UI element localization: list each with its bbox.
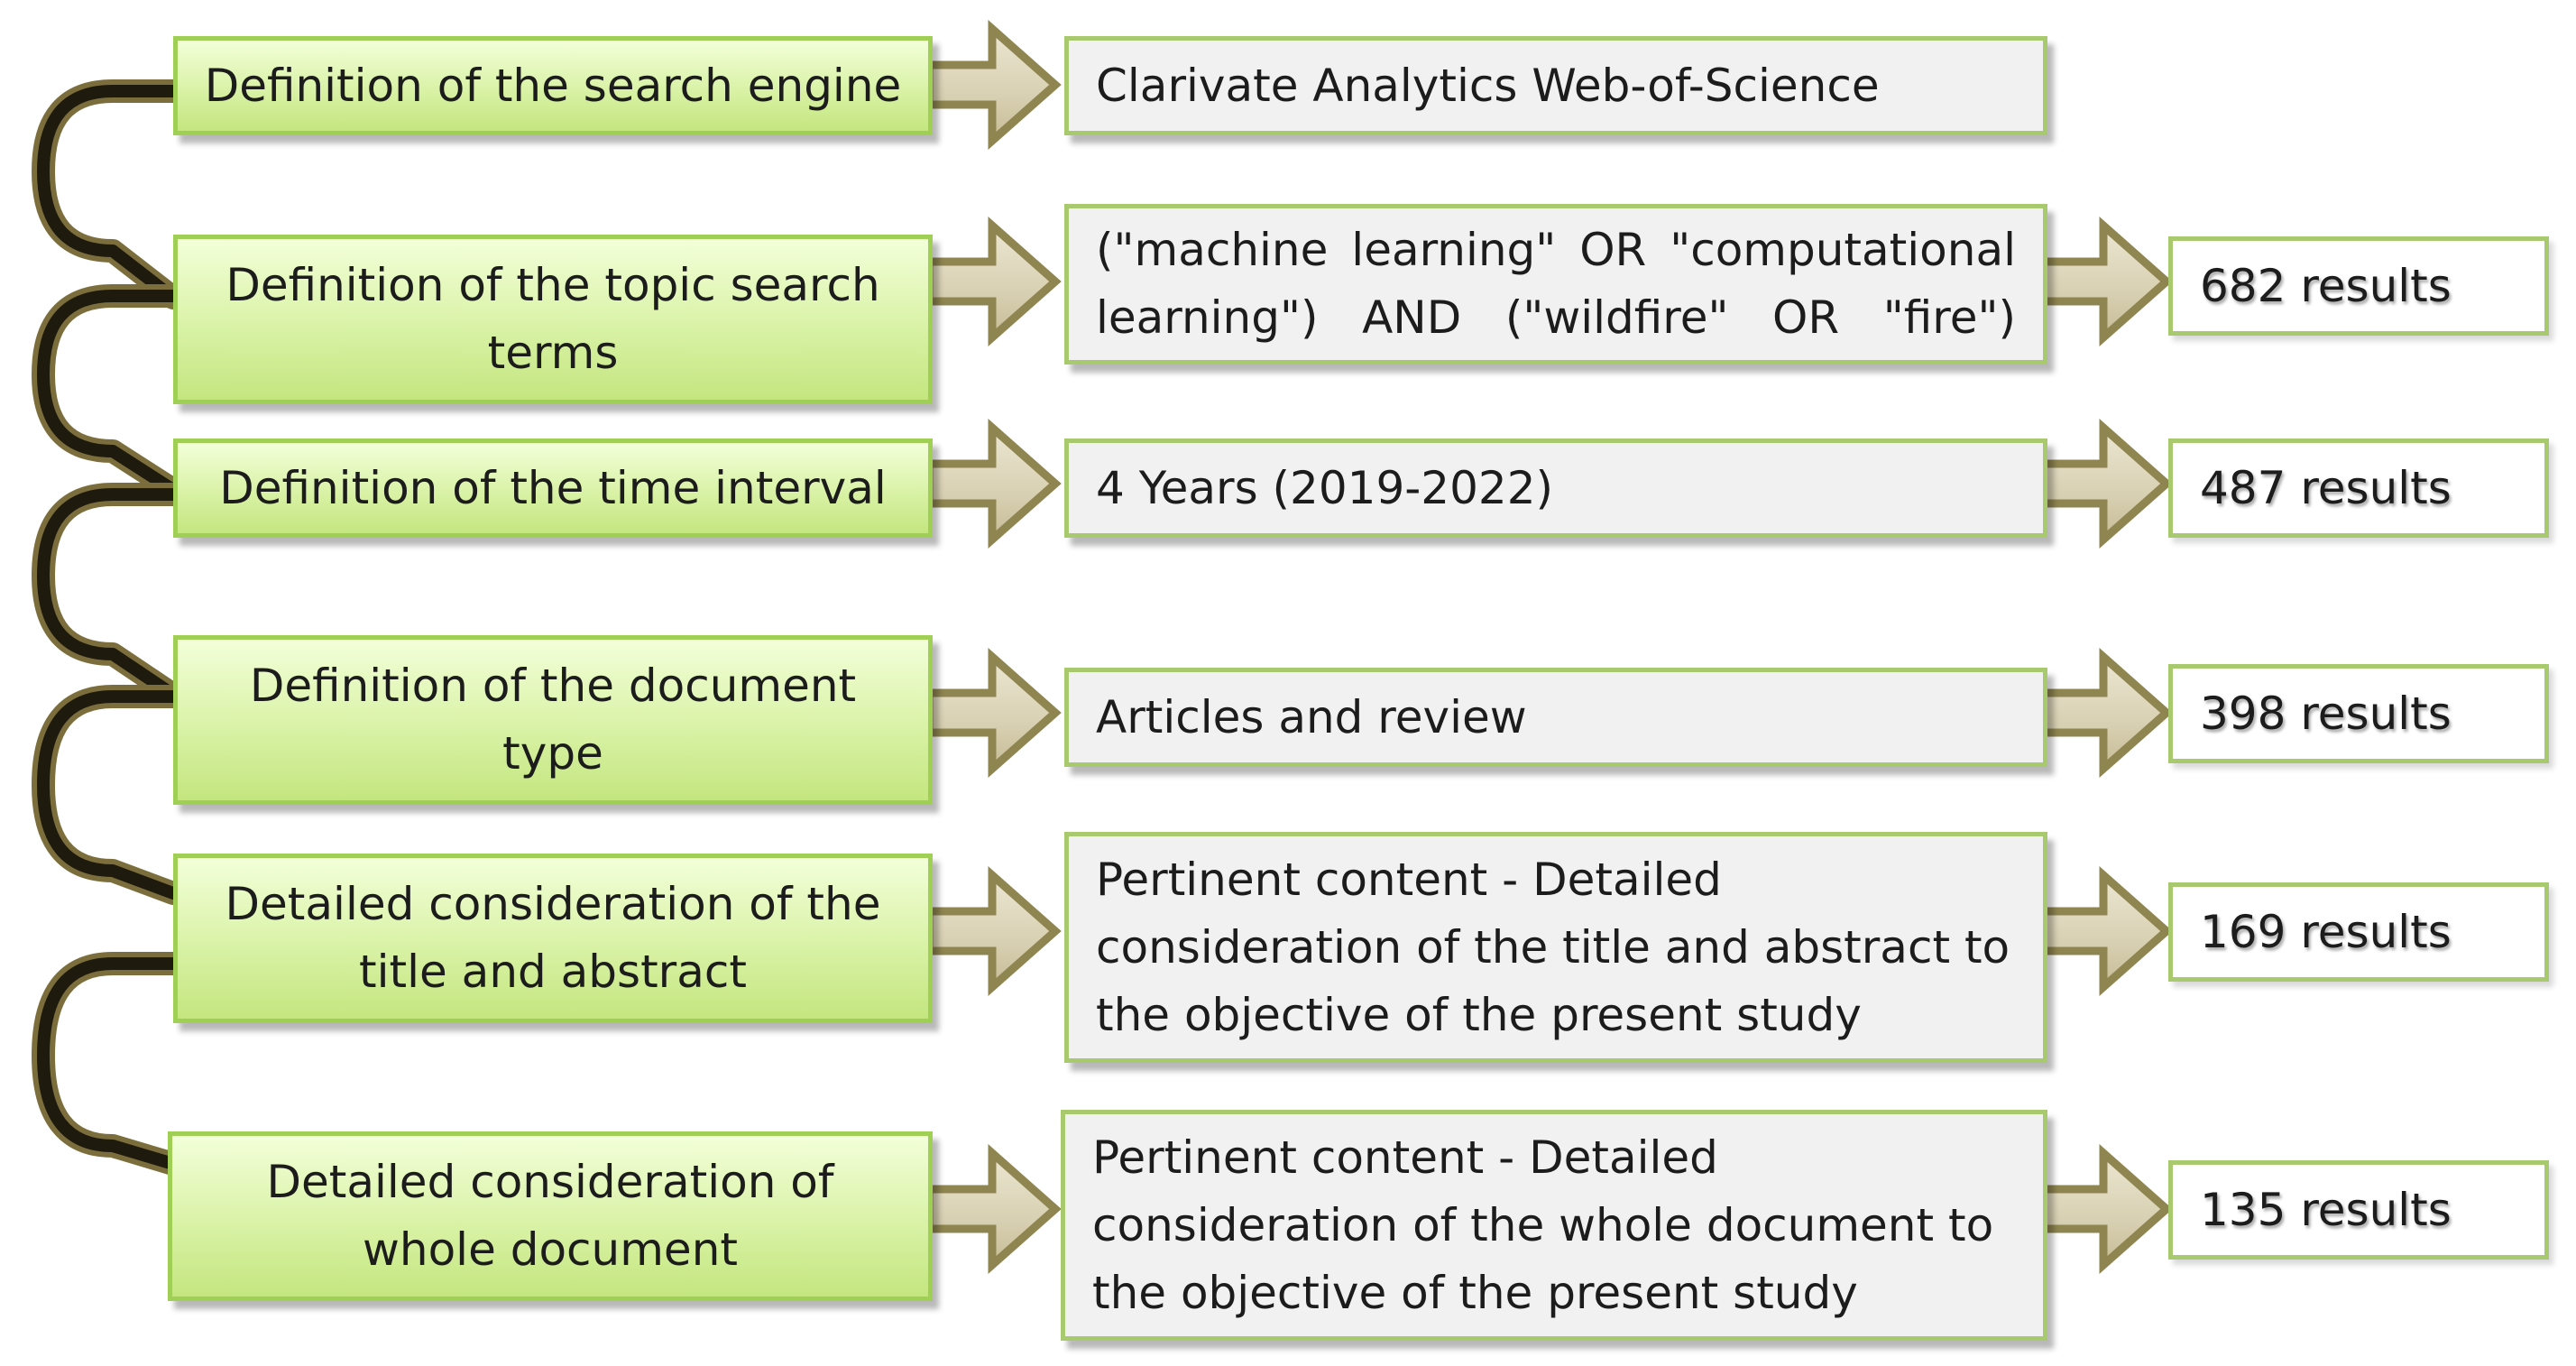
- bracket-connector-2-3: [32, 284, 185, 502]
- detail-box-search-engine: Clarivate Analytics Web-of-Science: [1064, 36, 2047, 135]
- bracket-connector-1-2: [32, 79, 185, 309]
- bracket-connector-3-4: [32, 483, 185, 706]
- result-box-topic-terms: 682 results: [2168, 236, 2549, 336]
- arrow-result-4: [2036, 648, 2173, 778]
- bracket-connector-3-4-core: [37, 488, 179, 701]
- result-box-time-interval: 487 results: [2168, 438, 2549, 538]
- arrow-step-1: [925, 20, 1062, 150]
- bracket-connector-1-2-core: [37, 85, 179, 304]
- arrow-result-6: [2036, 1144, 2173, 1274]
- arrow-step-2: [925, 217, 1062, 346]
- arrow-result-2: [2036, 217, 2173, 346]
- bracket-connector-5-6-core: [37, 957, 179, 1170]
- detail-text: 4 Years (2019-2022): [1096, 461, 1554, 514]
- step-box-time-interval: Definition of the time interval: [173, 438, 933, 538]
- step-label: Definition of the time interval: [219, 461, 887, 514]
- detail-box-document-type: Articles and review: [1064, 668, 2047, 767]
- result-box-title-abstract: 169 results: [2168, 882, 2549, 982]
- step-box-topic-terms: Definition of the topic search terms: [173, 235, 933, 404]
- result-box-document-type: 398 results: [2168, 664, 2549, 763]
- step-label: Definition of the document type: [249, 660, 857, 780]
- bracket-connector-2-3-core: [37, 290, 179, 496]
- arrow-result-3: [2036, 419, 2173, 549]
- step-box-document-type: Definition of the document type: [173, 635, 933, 805]
- arrow-step-6: [925, 1144, 1062, 1274]
- arrow-result-5: [2036, 866, 2173, 996]
- arrow-step-5: [925, 866, 1062, 996]
- arrow-step-3: [925, 419, 1062, 549]
- bracket-connector-4-5-core: [37, 690, 179, 900]
- step-label: Detailed consideration of whole document: [266, 1156, 834, 1276]
- result-box-whole-document: 135 results: [2168, 1160, 2549, 1260]
- detail-text: Clarivate Analytics Web-of-Science: [1096, 59, 1880, 112]
- result-count: 169 results: [2200, 905, 2452, 958]
- step-box-title-abstract: Detailed consideration of the title and …: [173, 854, 933, 1023]
- detail-box-topic-terms: ("machine learning" OR "computational le…: [1064, 204, 2047, 365]
- detail-box-whole-document: Pertinent content - Detailed considerati…: [1061, 1110, 2047, 1341]
- detail-text: Articles and review: [1096, 690, 1527, 743]
- detail-text: ("machine learning" OR "computational le…: [1096, 224, 2016, 344]
- result-count: 487 results: [2200, 461, 2452, 514]
- arrow-step-4: [925, 648, 1062, 778]
- result-count: 682 results: [2200, 259, 2452, 312]
- detail-text: Pertinent content - Detailed considerati…: [1096, 853, 2010, 1041]
- step-label: Definition of the topic search terms: [225, 259, 880, 379]
- detail-text: Pertinent content - Detailed considerati…: [1092, 1131, 1994, 1319]
- step-label: Detailed consideration of the title and …: [225, 878, 881, 998]
- step-box-whole-document: Detailed consideration of whole document: [168, 1131, 933, 1301]
- result-count: 398 results: [2200, 687, 2452, 740]
- detail-box-title-abstract: Pertinent content - Detailed considerati…: [1064, 832, 2047, 1063]
- detail-box-time-interval: 4 Years (2019-2022): [1064, 438, 2047, 538]
- step-box-search-engine: Definition of the search engine: [173, 36, 933, 135]
- result-count: 135 results: [2200, 1183, 2452, 1236]
- step-label: Definition of the search engine: [204, 59, 902, 112]
